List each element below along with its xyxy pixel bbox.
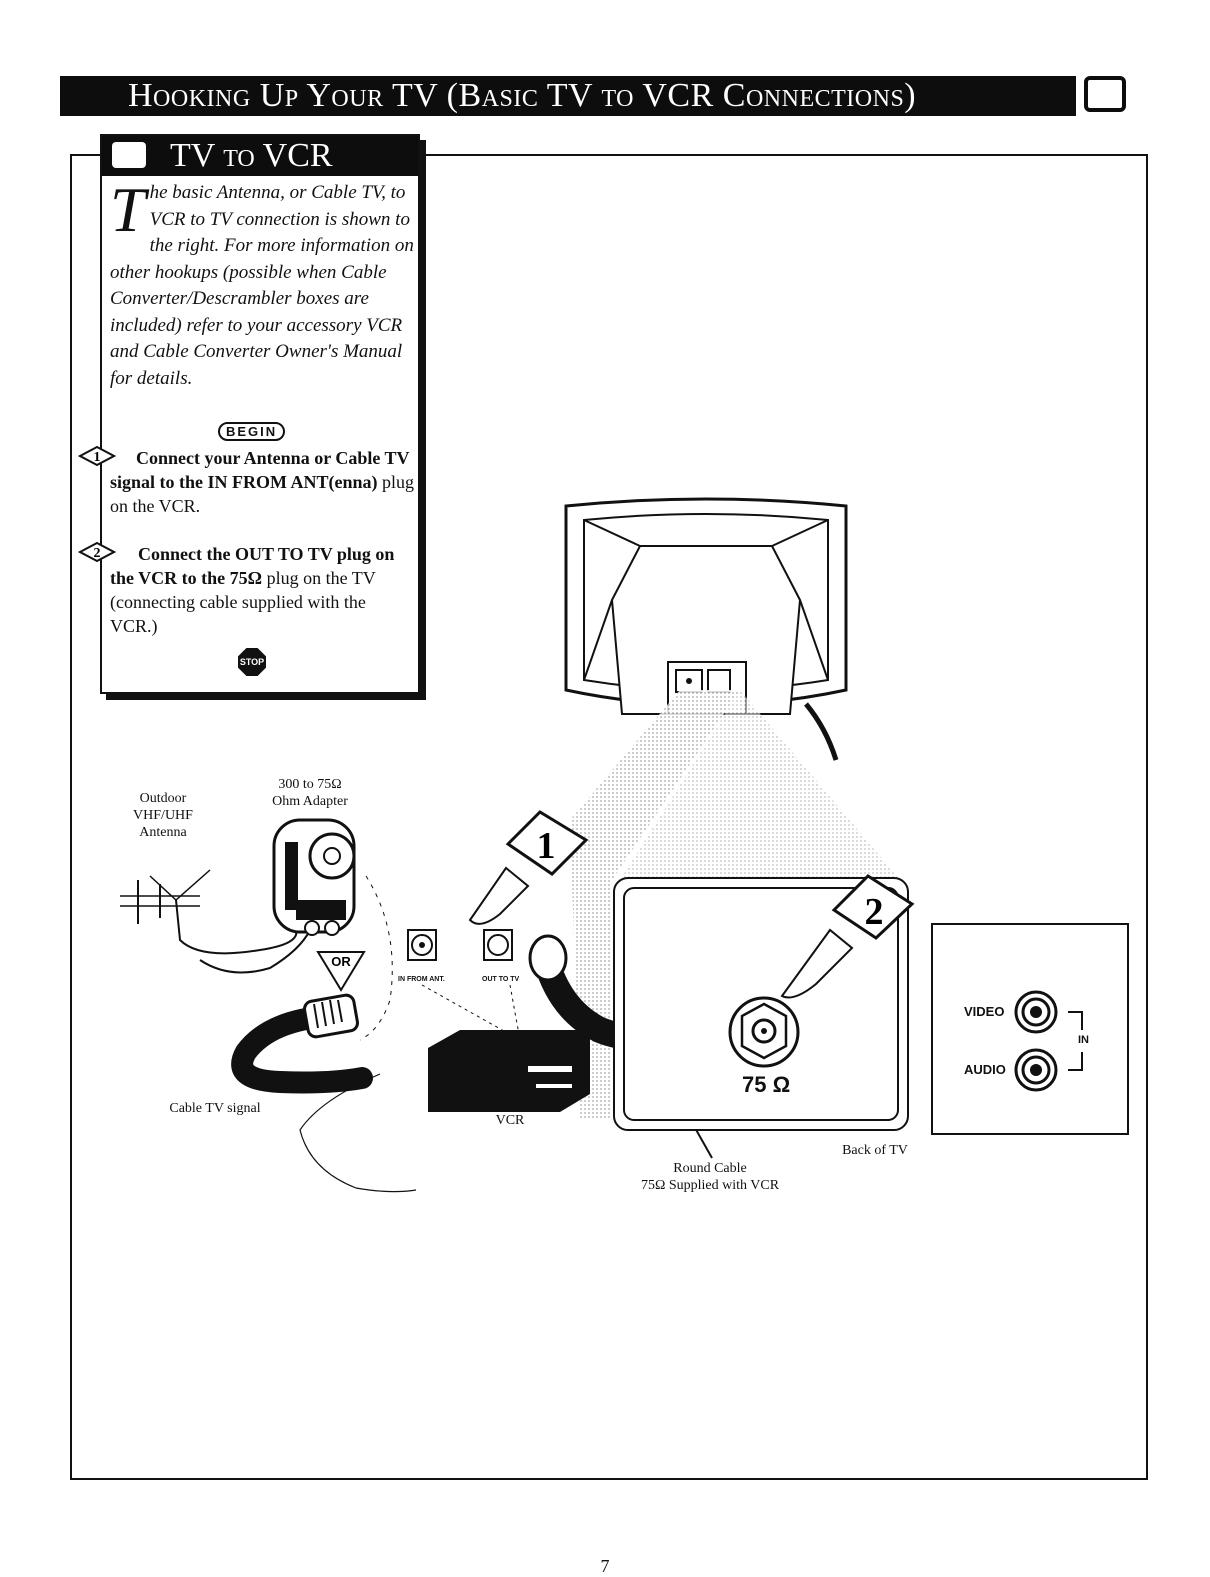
cable-tv-signal-label: Cable TV signal <box>169 1101 261 1116</box>
tv-icon <box>1084 76 1126 112</box>
back-of-tv-label: Back of TV <box>842 1143 908 1158</box>
begin-badge: BEGIN <box>218 422 286 441</box>
intro-body: he basic Antenna, or Cable TV, to VCR to… <box>110 182 414 389</box>
panel-title-text: TV to VCR <box>170 137 333 174</box>
antenna-label: Outdoor VHF/UHF Antenna <box>133 791 193 840</box>
step-1-text: Connect your Antenna or Cable TV signal … <box>110 446 416 518</box>
page-title: Hooking Up Your TV (Basic TV to VCR Conn… <box>60 76 1076 116</box>
callout-1: 1 <box>468 810 589 925</box>
step-2-rest: plug on the TV (connecting cable supplie… <box>110 568 376 636</box>
video-label: VIDEO <box>964 1004 1005 1019</box>
step-1-marker: 1 <box>78 446 116 466</box>
out-to-tv-label: OUT TO TV <box>482 976 520 983</box>
page-number: 7 <box>600 1556 610 1576</box>
ohm-label: 75 Ω <box>742 1072 791 1097</box>
in-label: IN <box>1078 1034 1089 1046</box>
antenna-illustration <box>120 869 311 974</box>
step-2-marker: 2 <box>78 542 116 562</box>
content-frame <box>70 154 1148 1480</box>
audio-label: AUDIO <box>964 1062 1006 1077</box>
svg-text:2: 2 <box>94 546 101 561</box>
vcr-jacks-illustration <box>407 929 521 1041</box>
cable-tv-signal-illustration <box>231 993 417 1193</box>
ohm-adapter-illustration <box>272 818 356 936</box>
svg-text:1: 1 <box>94 450 101 465</box>
svg-text:OR: OR <box>331 954 351 969</box>
step-2-bold: Connect the OUT TO TV plug on the VCR to… <box>110 544 395 588</box>
svg-text:1: 1 <box>537 825 556 867</box>
panel-title: TV to VCR <box>102 136 418 176</box>
tv-back-illustration <box>564 497 848 761</box>
vcr-label: VCR <box>495 1113 525 1128</box>
step-1-rest: plug on the VCR. <box>110 472 415 516</box>
av-inputs-panel <box>931 923 1129 1135</box>
stop-sign-icon: STOP <box>238 648 266 676</box>
round-cable-label: Round Cable 75Ω Supplied with VCR <box>640 1161 780 1193</box>
in-from-ant-label: IN FROM ANT. <box>398 976 445 983</box>
dropcap: T <box>110 174 146 245</box>
or-symbol: OR <box>316 951 366 992</box>
step-2-text: Connect the OUT TO TV plug on the VCR to… <box>110 542 416 638</box>
step-1-bold: Connect your Antenna or Cable TV signal … <box>110 448 410 492</box>
svg-text:2: 2 <box>865 891 884 933</box>
adapter-label: 300 to 75Ω Ohm Adapter <box>272 777 348 809</box>
connection-icon <box>112 142 146 168</box>
vcr-illustration <box>428 1030 590 1112</box>
callout-2: 2 <box>780 874 915 999</box>
